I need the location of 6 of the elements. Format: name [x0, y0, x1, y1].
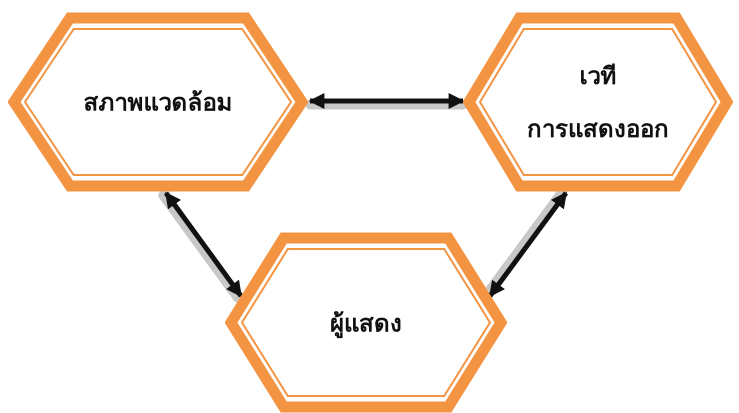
double-arrow — [306, 93, 468, 110]
node-label: ผู้แสดง — [330, 307, 402, 340]
node-label: สภาพแวดล้อม — [84, 86, 232, 118]
node-label: เวที — [580, 60, 616, 92]
node-label: การแสดงออก — [527, 113, 669, 145]
double-arrow — [158, 190, 244, 303]
